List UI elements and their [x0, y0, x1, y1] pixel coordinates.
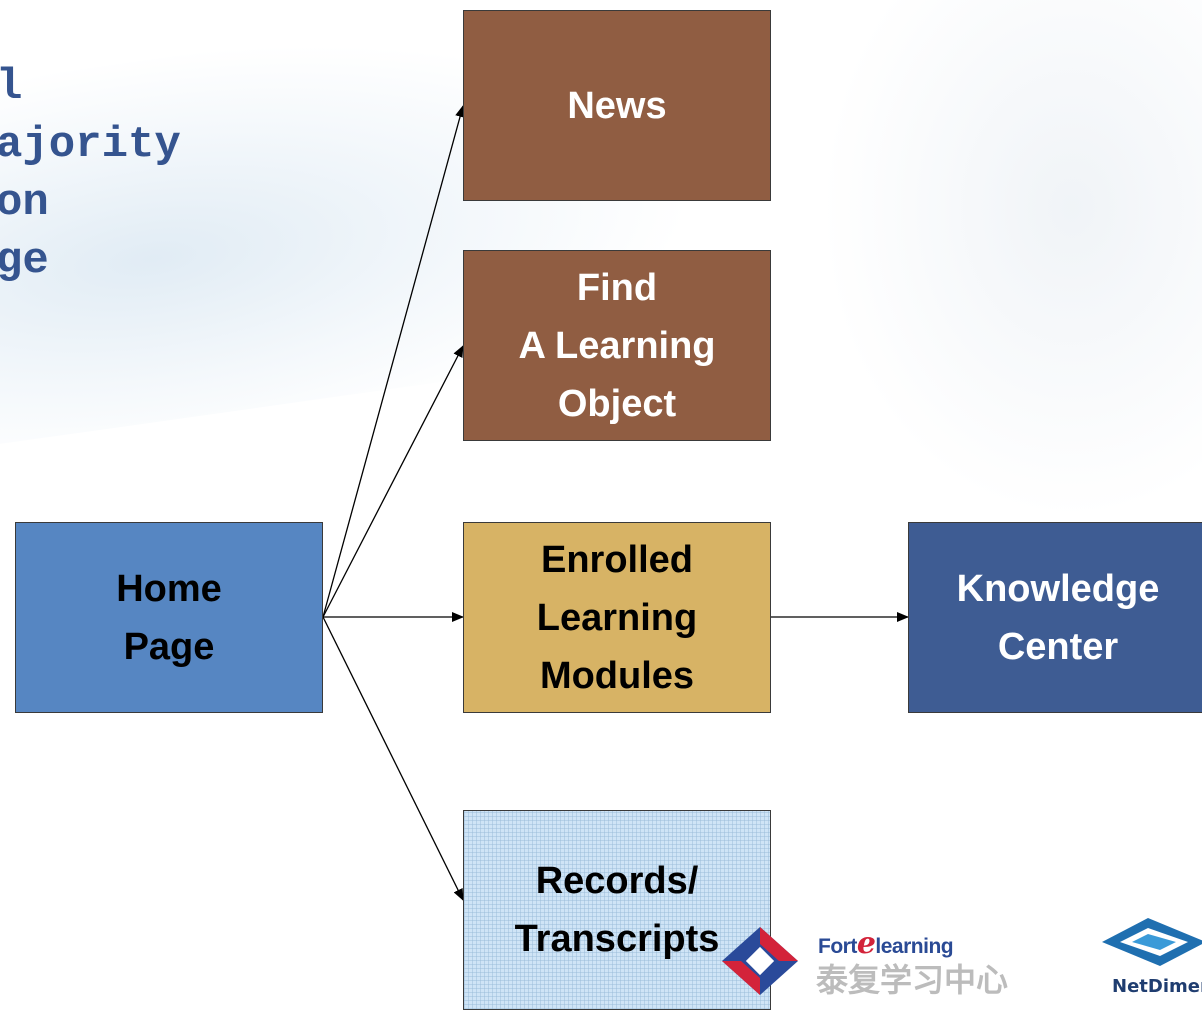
find-learning-object-node: Find A Learning Object	[463, 250, 771, 441]
records-transcripts-node: Records/ Transcripts	[463, 810, 771, 1010]
fort-chinese-name: 泰复学习中心	[816, 961, 1009, 999]
arrow-home-to-records	[322, 616, 464, 901]
records-label: Records/ Transcripts	[514, 860, 720, 960]
fort-elearning-logo-icon	[722, 927, 798, 995]
news-node: News	[463, 10, 771, 201]
arrow-home-to-find	[322, 345, 464, 618]
netdimension-wordmark: NetDimen	[1112, 976, 1202, 997]
home-page-node: Home Page	[15, 522, 323, 713]
knowledge-center-node: Knowledge Center	[908, 522, 1202, 713]
enrolled-learning-modules-node: Enrolled Learning Modules	[463, 522, 771, 713]
find-label: Find A Learning Object	[518, 266, 716, 425]
enrolled-label: Enrolled Learning Modules	[536, 538, 698, 697]
fort-prefix: Fort	[818, 935, 857, 958]
news-label: News	[567, 84, 667, 127]
home-label: Home Page	[116, 567, 222, 668]
arrow-home-to-news	[322, 105, 465, 618]
netdimension-logo-icon	[1102, 918, 1202, 966]
fort-suffix: learning	[875, 935, 954, 958]
fort-elearning-wordmark: Fortelearning	[818, 926, 954, 961]
knowledge-label: Knowledge Center	[956, 567, 1160, 668]
fort-e: e	[856, 926, 876, 961]
background-swoosh-right	[820, 0, 1202, 520]
cropped-heading-text: l ajority on ge	[0, 62, 181, 286]
